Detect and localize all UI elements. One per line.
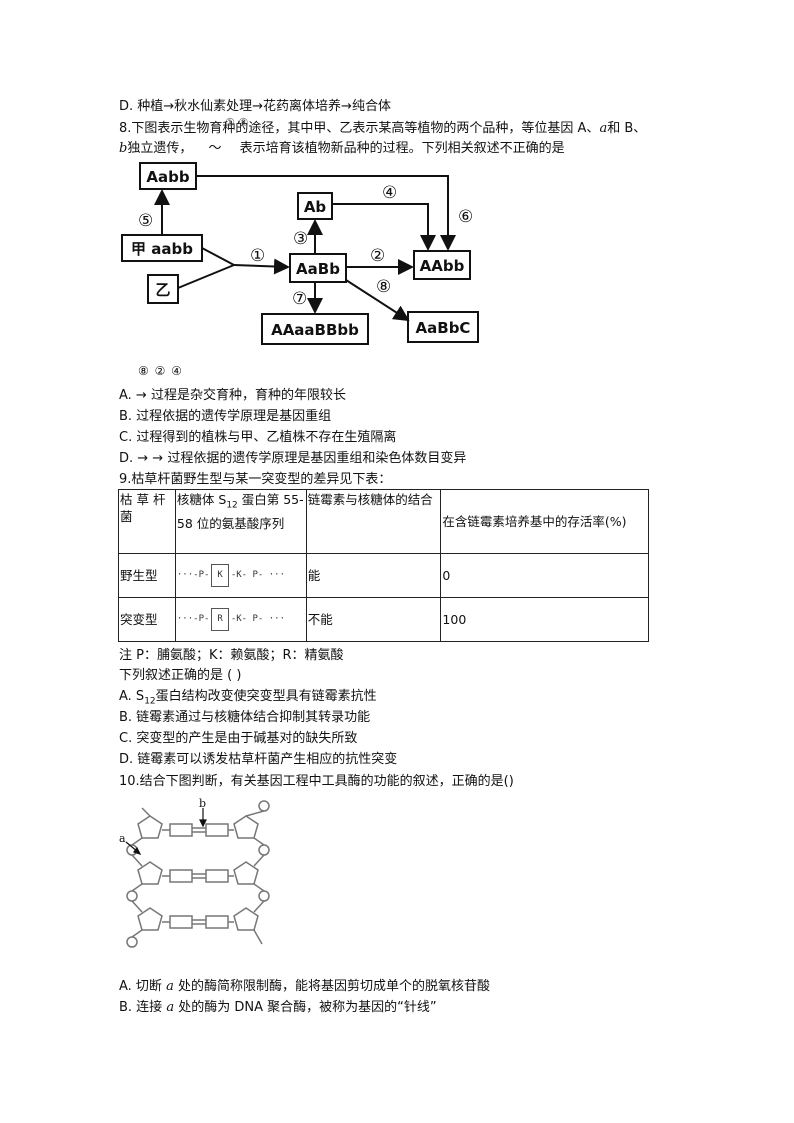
base-links [162,829,234,923]
step-6-label: ⑥ [458,207,473,227]
right-backbone [245,810,265,945]
row-sequence: ···-P-K-K- P- ··· [174,553,307,598]
q8-circled-numbers-row: ⑧ ② ④ [138,364,183,378]
hydrogen-bonds [192,827,206,925]
header-survival: 在含链霉素培养基中的存活率(%) [440,489,649,554]
label-aabb-top: Aabb [146,168,189,186]
base-right-1 [205,823,229,837]
prev-option-d: D. 种植→秋水仙素处理→花药离体培养→纯合体 [119,99,391,114]
table-header-row: 枯 草 杆菌 核糖体 S12 蛋白第 55-58 位的氨基酸序列 链霉素与核糖体… [118,489,649,554]
label-ab: Ab [304,198,327,216]
q9-option-d: D. 链霉素可以诱发枯草杆菌产生相应的抗性突变 [119,752,398,767]
label-aaaabbbb: AAaaBBbb [271,321,359,339]
step-2-label: ② [370,246,385,266]
box-aabb-right [413,250,471,280]
right-phosphate-1 [258,800,270,812]
q8-option-d: D. → → 过程依据的遗传学原理是基因重组和染色体数目变异 [119,451,467,466]
box-ab [297,192,333,220]
base-right-2 [205,869,229,883]
table-row: 突变型 ···-P-R-K- P- ··· 不能 100 [118,597,649,642]
arrow-8 [345,279,410,322]
q8-stem-line1: 8.下图表示生物育种的途径，其中甲、乙表示某高等植物的两个品种，等位基因 A、a… [119,121,647,136]
q8-stem-overlay-numbers: ① ⑧ [225,116,249,129]
label-yi: 乙 [155,281,170,299]
step-7-label: ⑦ [292,289,307,309]
breeding-pathway-diagram: Aabb 甲 aabb 乙 Ab AaBb AAbb AAaaBBbb AaBb… [121,162,479,345]
box-jia [121,234,203,262]
left-phosphate-2 [126,890,138,902]
row-binding: 不能 [305,597,442,642]
row-survival: 100 [440,597,649,642]
step-8-label: ⑧ [376,277,391,297]
q8-option-c: C. 过程得到的植株与甲、乙植株不存在生殖隔离 [119,430,397,445]
label-b: b [199,798,206,810]
arrow-6 [196,175,456,251]
q9-table: 枯 草 杆菌 核糖体 S12 蛋白第 55-58 位的氨基酸序列 链霉素与核糖体… [118,489,649,642]
q8-option-b: B. 过程依据的遗传学原理是基因重组 [119,409,332,424]
step-4-label: ④ [382,183,397,203]
arrow-4 [332,203,436,251]
q9-ask: 下列叙述正确的是 ( ) [119,668,242,683]
right-phosphate-2 [258,844,270,856]
step-1-label: ① [250,246,265,266]
base-left-1 [169,823,193,837]
q9-note: 注 P：脯氨酸；K：赖氨酸；R：精氨酸 [119,648,344,663]
dna-double-strand-diagram: b a [119,798,270,948]
right-sugar-1 [233,815,259,839]
q9-option-a: A. S12蛋白结构改变使突变型具有链霉素抗性 [119,689,377,707]
row-name: 野生型 [118,553,176,598]
q10-option-a: A. 切断 a 处的酶简称限制酶，能将基因剪切成单个的脱氧核苷酸 [119,979,490,994]
label-a: a [119,832,126,845]
q8-option-a: A. → 过程是杂交育种，育种的年限较长 [119,388,346,403]
row-name: 突变型 [118,597,176,642]
table-row: 野生型 ···-P-K-K- P- ··· 能 0 [118,553,649,598]
header-sequence: 核糖体 S12 蛋白第 55-58 位的氨基酸序列 [174,489,307,554]
base-left-3 [169,915,193,929]
line-jia-converge [201,247,235,266]
header-strain: 枯 草 杆菌 [118,489,176,554]
line-yi-converge [177,264,235,289]
right-sugar-3 [233,907,259,931]
right-phosphate-3 [258,890,270,902]
step-3-label: ③ [293,229,308,249]
q10-option-b: B. 连接 a 处的酶为 DNA 聚合酶，被称为基因的“针线” [119,1000,437,1015]
label-jia: 甲 aabb [131,240,193,258]
q8-stem-line2: b独立遗传， ～ 表示培育该植物新品种的过程。下列相关叙述不正确的是 [119,141,565,156]
box-aabb-mid [289,253,347,283]
left-phosphate-3 [126,936,138,948]
label-aabbc: AaBbC [416,319,471,337]
row-sequence: ···-P-R-K- P- ··· [174,597,307,642]
box-aaaabbbb [261,313,369,345]
left-backbone [131,807,151,938]
q9-option-b: B. 链霉素通过与核糖体结合抑制其转录功能 [119,710,371,725]
row-binding: 能 [305,553,442,598]
q9-stem: 9.枯草杆菌野生型与某一突变型的差异见下表： [119,472,392,487]
box-yi [147,274,179,304]
label-aabb-mid: AaBb [296,260,340,278]
box-aabbc [407,311,479,343]
left-sugar-2 [137,861,163,885]
row-survival: 0 [440,553,649,598]
right-sugar-2 [233,861,259,885]
left-sugar-3 [137,907,163,931]
step-5-label: ⑤ [138,211,153,231]
q10-stem: 10.结合下图判断，有关基因工程中工具酶的功能的叙述，正确的是() [119,774,514,789]
header-binding: 链霉素与核糖体的结合 [305,489,442,554]
base-right-3 [205,915,229,929]
q9-option-c: C. 突变型的产生是由于碱基对的缺失所致 [119,731,358,746]
label-aabb-right: AAbb [420,257,465,275]
arrow-1 [233,258,290,275]
base-left-2 [169,869,193,883]
left-sugar-1 [137,815,163,839]
